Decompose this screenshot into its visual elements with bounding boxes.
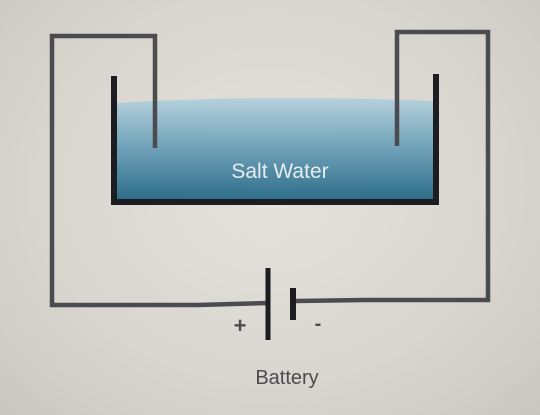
salt-water-label: Salt Water <box>231 160 328 183</box>
container <box>111 74 439 205</box>
salt-water <box>116 97 434 200</box>
negative-terminal-sign: - <box>315 313 322 335</box>
battery-label: Battery <box>255 367 318 389</box>
positive-terminal-sign: + <box>234 313 247 338</box>
wire-to-negative-plate <box>295 297 366 304</box>
left-wire <box>49 33 198 308</box>
right-wire <box>365 29 491 303</box>
wire-to-positive-plate <box>197 300 269 308</box>
